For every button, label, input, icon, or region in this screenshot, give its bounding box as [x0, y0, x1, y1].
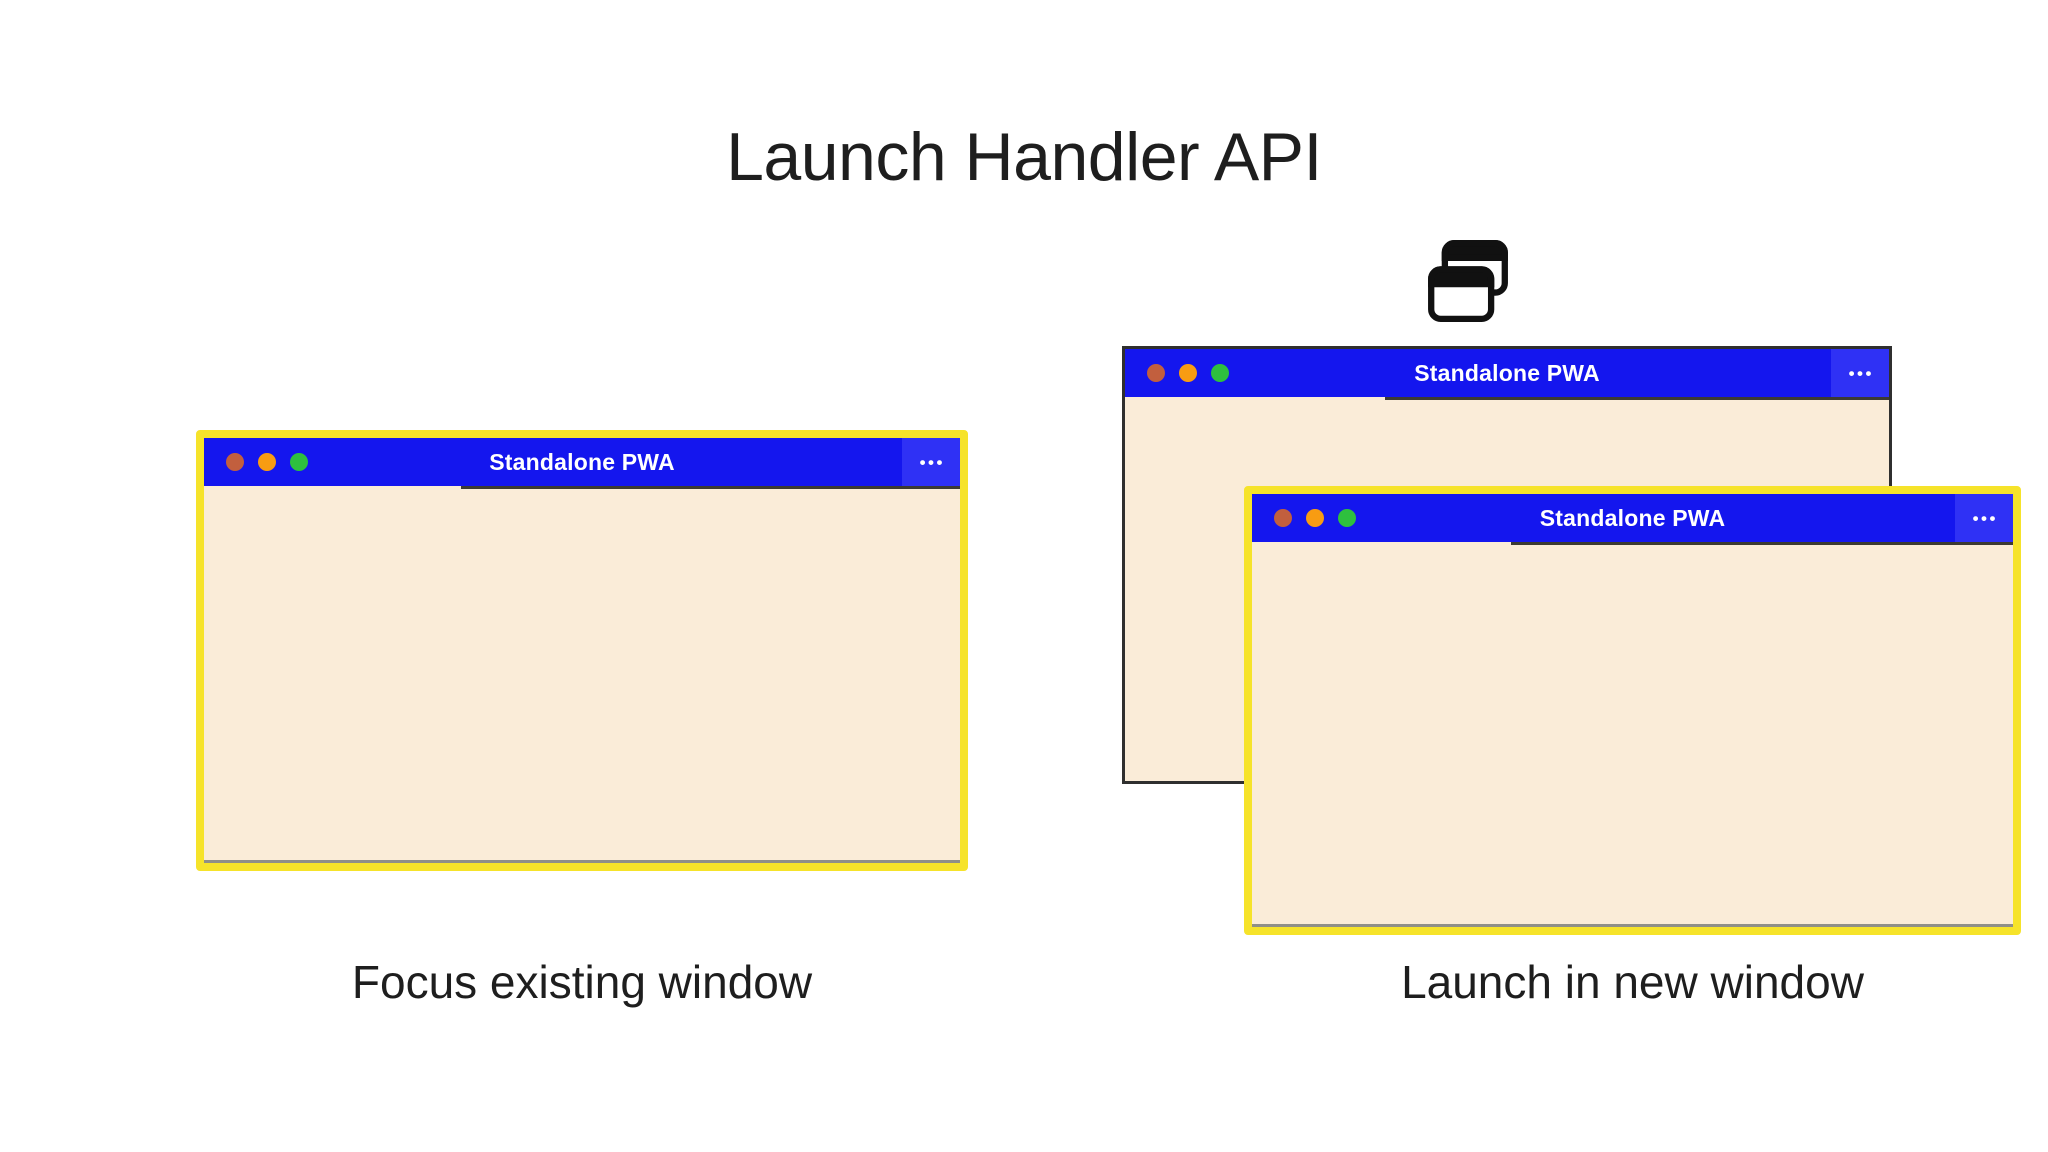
traffic-lights — [226, 438, 308, 486]
caption-launch-new: Launch in new window — [1401, 956, 1864, 1008]
overlapping-windows-icon — [1428, 240, 1508, 322]
maximize-dot-icon — [290, 453, 308, 471]
window-title: Standalone PWA — [489, 448, 675, 475]
ellipsis-icon: ••• — [1848, 363, 1874, 383]
titlebar: Standalone PWA ••• — [1252, 494, 2013, 545]
pwa-window-new: Standalone PWA ••• — [1244, 486, 2021, 935]
minimize-dot-icon — [258, 453, 276, 471]
maximize-dot-icon — [1338, 509, 1356, 527]
traffic-lights — [1147, 349, 1229, 397]
close-dot-icon — [1147, 364, 1165, 382]
pwa-window-existing: Standalone PWA ••• — [196, 430, 968, 871]
window-body — [1252, 545, 2013, 927]
more-menu-button: ••• — [1955, 494, 2013, 542]
more-menu-button: ••• — [902, 438, 960, 486]
header: Launch Handler API — [0, 118, 2048, 322]
maximize-dot-icon — [1211, 364, 1229, 382]
caption-focus-existing: Focus existing window — [351, 956, 813, 1008]
minimize-dot-icon — [1306, 509, 1324, 527]
window-title: Standalone PWA — [1539, 504, 1726, 531]
minimize-dot-icon — [1179, 364, 1197, 382]
close-dot-icon — [1274, 509, 1292, 527]
ellipsis-icon: ••• — [919, 452, 945, 472]
window-body — [204, 489, 960, 863]
titlebar: Standalone PWA ••• — [1125, 349, 1889, 400]
titlebar: Standalone PWA ••• — [204, 438, 960, 489]
page-title: Launch Handler API — [726, 119, 1322, 195]
traffic-lights — [1274, 494, 1356, 542]
ellipsis-icon: ••• — [1972, 508, 1998, 528]
close-dot-icon — [226, 453, 244, 471]
window-title: Standalone PWA — [1414, 359, 1600, 386]
more-menu-button: ••• — [1831, 349, 1889, 397]
